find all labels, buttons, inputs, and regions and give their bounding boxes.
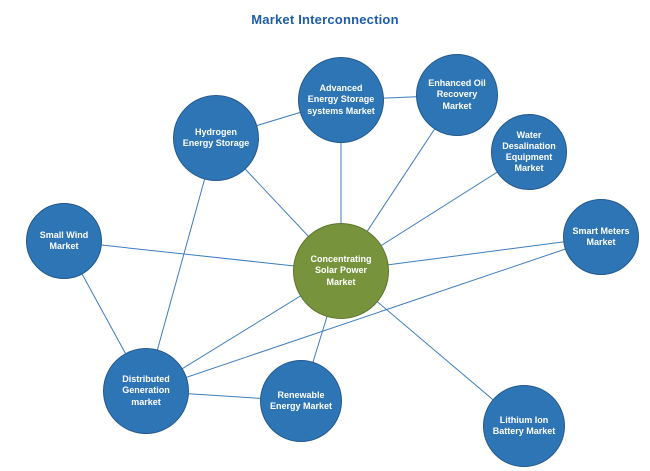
diagram-node-smart: Smart Meters Market	[563, 199, 639, 275]
node-label: Smart Meters Market	[572, 225, 630, 247]
node-label: Hydrogen Energy Storage	[182, 126, 250, 148]
node-label: Enhanced Oil Recovery Market	[428, 78, 486, 111]
node-label: Distributed Generation market	[122, 374, 170, 407]
node-label: Advanced Energy Storage systems Market	[307, 83, 375, 116]
node-label: Renewable Energy Market	[269, 389, 332, 411]
diagram-node-smallwind: Small Wind Market	[26, 203, 102, 279]
diagram-node-renewable: Renewable Energy Market	[260, 360, 342, 442]
node-label: Lithium Ion Battery Market	[492, 414, 556, 436]
node-label: Concentrating Solar Power Market	[310, 254, 372, 287]
diagram-node-lithium: Lithium Ion Battery Market	[483, 385, 565, 467]
diagram-node-water: Water Desalination Equipment Market	[491, 114, 567, 190]
diagram-node-enhanced: Enhanced Oil Recovery Market	[416, 54, 498, 136]
node-label: Small Wind Market	[39, 229, 89, 251]
diagram-node-hydrogen: Hydrogen Energy Storage	[173, 95, 259, 181]
edge-distributed-smart	[145, 236, 602, 392]
diagram-node-advanced: Advanced Energy Storage systems Market	[298, 57, 384, 143]
diagram-node-distributed: Distributed Generation market	[103, 348, 189, 434]
diagram-title: Market Interconnection	[251, 12, 399, 27]
diagram-node-csp: Concentrating Solar Power Market	[293, 223, 389, 319]
node-label: Water Desalination Equipment Market	[502, 129, 556, 174]
